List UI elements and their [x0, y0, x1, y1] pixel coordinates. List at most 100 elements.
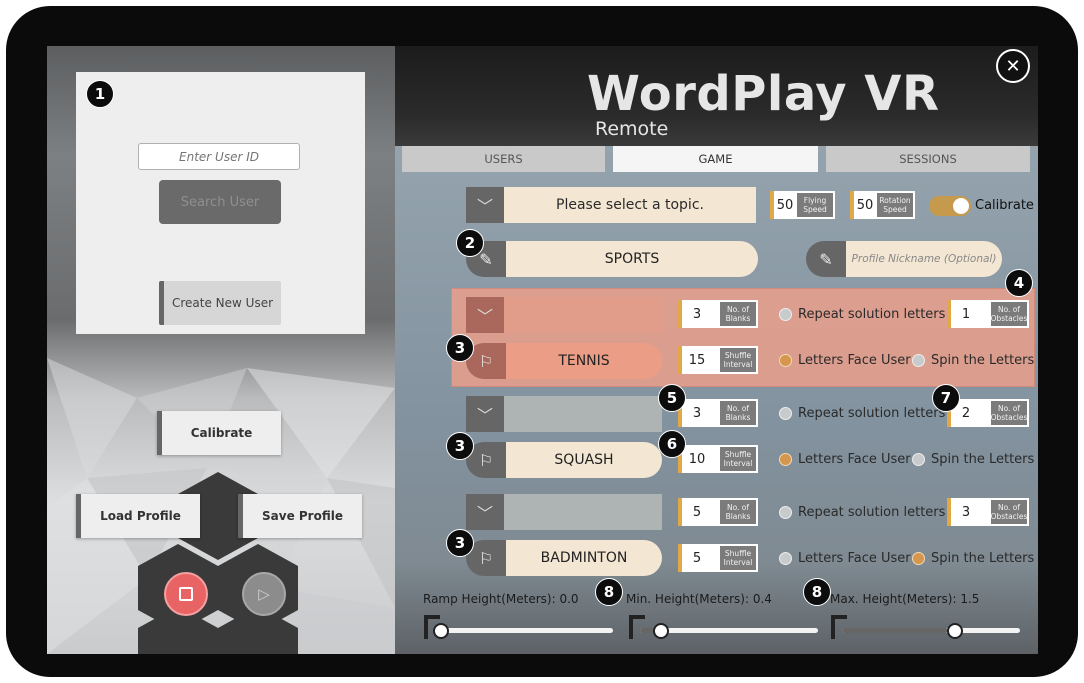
word-flag-button[interactable]: ⚐ — [466, 540, 506, 576]
repeat-letters-option[interactable]: Repeat solution letters — [779, 307, 945, 322]
spin-letters-option[interactable]: Spin the Letters — [912, 452, 1034, 467]
callout-badge-5: 5 — [658, 384, 686, 412]
blanks-label: No. of Blanks — [720, 500, 756, 524]
obstacles-input[interactable]: 3 No. of Obstacles — [947, 498, 1029, 526]
callout-badge-3: 3 — [446, 334, 474, 362]
letters-face-user-option[interactable]: Letters Face User — [779, 353, 911, 368]
obstacles-value: 3 — [961, 504, 971, 520]
topic-name-field[interactable]: SPORTS — [506, 241, 758, 277]
search-user-button[interactable]: Search User — [159, 180, 281, 224]
blanks-value: 3 — [692, 405, 702, 421]
edit-icon: ✎ — [819, 249, 833, 269]
spin-letters-label: Spin the Letters — [931, 452, 1035, 467]
word-dropdown-button[interactable]: ﹀ — [466, 396, 504, 432]
play-icon: ▷ — [258, 585, 270, 603]
radio-dot — [912, 354, 925, 367]
load-profile-button[interactable]: Load Profile — [76, 494, 200, 538]
obstacles-input[interactable]: 1 No. of Obstacles — [947, 300, 1029, 328]
shuffle-label: Shuffle Interval — [720, 447, 756, 471]
repeat-letters-option[interactable]: Repeat solution letters — [779, 406, 945, 421]
word-field-tennis[interactable]: TENNIS — [506, 343, 662, 379]
topic-select[interactable]: Please select a topic. — [504, 187, 756, 223]
shuffle-interval-input[interactable]: 10 Shuffle Interval — [678, 445, 758, 473]
rotation-speed-input[interactable]: 50 Rotation Speed — [850, 191, 915, 219]
spin-letters-label: Spin the Letters — [931, 353, 1035, 368]
app-subtitle: Remote — [595, 118, 669, 140]
rotation-speed-label: Rotation Speed — [877, 193, 913, 217]
chevron-down-icon: ﹀ — [476, 406, 493, 425]
topic-dropdown-button[interactable]: ﹀ — [466, 187, 504, 223]
shuffle-value: 15 — [688, 352, 706, 368]
repeat-letters-label: Repeat solution letters — [798, 505, 946, 520]
repeat-letters-option[interactable]: Repeat solution letters — [779, 505, 945, 520]
word-field-squash[interactable]: SQUASH — [506, 442, 662, 478]
callout-badge-6: 6 — [658, 430, 686, 458]
flag-icon: ⚐ — [478, 450, 494, 470]
shuffle-interval-input[interactable]: 5 Shuffle Interval — [678, 544, 758, 572]
callout-badge-3: 3 — [446, 432, 474, 460]
save-profile-button[interactable]: Save Profile — [238, 494, 362, 538]
shuffle-value: 10 — [688, 451, 706, 467]
calibrate-button[interactable]: Calibrate — [157, 411, 281, 455]
callout-badge-2: 2 — [456, 229, 484, 257]
radio-dot — [779, 407, 792, 420]
stop-button[interactable] — [164, 572, 208, 616]
calibrate-toggle[interactable] — [929, 196, 971, 216]
create-new-user-button[interactable]: Create New User — [159, 281, 281, 325]
callout-badge-4: 4 — [1005, 269, 1033, 297]
tab-users[interactable]: USERS — [402, 146, 605, 172]
play-button[interactable]: ▷ — [242, 572, 286, 616]
max-height-thumb[interactable] — [947, 623, 963, 639]
obstacles-value: 2 — [961, 405, 971, 421]
spin-letters-option[interactable]: Spin the Letters — [912, 551, 1034, 566]
ramp-height-label: Ramp Height(Meters): 0.0 — [423, 592, 579, 606]
shuffle-interval-input[interactable]: 15 Shuffle Interval — [678, 346, 758, 374]
spin-letters-option[interactable]: Spin the Letters — [912, 353, 1034, 368]
blanks-input[interactable]: 5 No. of Blanks — [678, 498, 758, 526]
flag-icon: ⚐ — [478, 351, 494, 371]
blanks-input[interactable]: 3 No. of Blanks — [678, 300, 758, 328]
radio-dot — [779, 552, 792, 565]
close-icon: ✕ — [1005, 55, 1021, 77]
tab-game[interactable]: GAME — [613, 146, 818, 172]
close-button[interactable]: ✕ — [996, 49, 1030, 83]
ramp-height-thumb[interactable] — [433, 623, 449, 639]
word-hint-field[interactable] — [504, 396, 662, 432]
min-height-fill — [640, 628, 660, 633]
shuffle-label: Shuffle Interval — [720, 546, 756, 570]
right-panel: WordPlay VR Remote ✕ USERS GAME SESSIONS… — [395, 46, 1038, 654]
min-height-thumb[interactable] — [653, 623, 669, 639]
letters-face-user-option[interactable]: Letters Face User — [779, 551, 911, 566]
edit-nickname-button[interactable]: ✎ — [806, 241, 846, 277]
word-hint-field[interactable] — [504, 494, 662, 530]
tab-sessions[interactable]: SESSIONS — [826, 146, 1030, 172]
letters-face-user-label: Letters Face User — [798, 353, 911, 368]
blanks-input[interactable]: 3 No. of Blanks — [678, 399, 758, 427]
obstacles-value: 1 — [961, 306, 971, 322]
flag-icon: ⚐ — [478, 548, 494, 568]
blanks-label: No. of Blanks — [720, 401, 756, 425]
obstacles-label: No. of Obstacles — [991, 302, 1027, 326]
radio-dot — [912, 453, 925, 466]
chevron-down-icon: ﹀ — [476, 307, 493, 326]
left-panel: Search User Create New User Calibrate Lo… — [47, 46, 395, 654]
blanks-label: No. of Blanks — [720, 302, 756, 326]
callout-badge-8: 8 — [803, 578, 831, 606]
word-hint-field[interactable] — [504, 297, 662, 333]
radio-dot — [779, 354, 792, 367]
flying-speed-input[interactable]: 50 Flying Speed — [770, 191, 835, 219]
ramp-height-track[interactable] — [435, 628, 613, 633]
word-dropdown-button[interactable]: ﹀ — [466, 297, 504, 333]
letters-face-user-label: Letters Face User — [798, 551, 911, 566]
user-id-input[interactable] — [138, 143, 300, 170]
letters-face-user-option[interactable]: Letters Face User — [779, 452, 911, 467]
shuffle-label: Shuffle Interval — [720, 348, 756, 372]
profile-nickname-input[interactable]: Profile Nickname (Optional) — [846, 241, 1002, 277]
obstacles-input[interactable]: 2 No. of Obstacles — [947, 399, 1029, 427]
word-field-badminton[interactable]: BADMINTON — [506, 540, 662, 576]
obstacles-label: No. of Obstacles — [991, 401, 1027, 425]
word-dropdown-button[interactable]: ﹀ — [466, 494, 504, 530]
max-height-fill — [842, 628, 948, 633]
min-height-track[interactable] — [640, 628, 818, 633]
radio-dot — [912, 552, 925, 565]
